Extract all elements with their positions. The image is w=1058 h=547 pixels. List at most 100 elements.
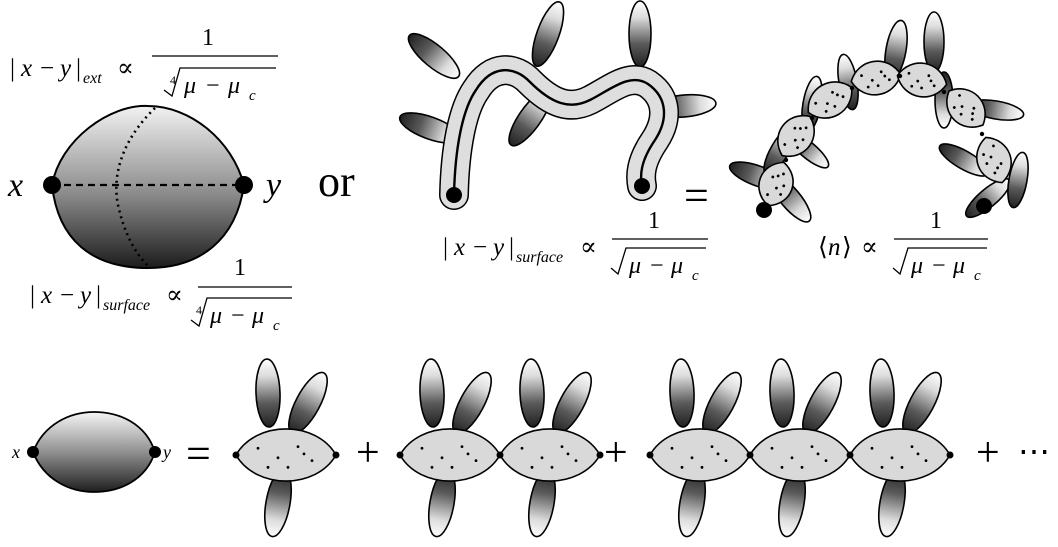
cell-dot [450, 465, 454, 469]
formula-ext-y: y [57, 55, 72, 82]
formula-n-open: ⟨ [818, 234, 828, 261]
cell-dot [810, 445, 814, 448]
cell-dot [993, 171, 997, 175]
cell-dot [680, 465, 684, 469]
formula-ext-root-index: 4 [170, 73, 176, 87]
formula-sl-radical [190, 297, 292, 328]
formula-ext-minus2: − [206, 73, 220, 99]
cell-dot [440, 456, 444, 460]
formula-ext-minus: − [40, 55, 54, 82]
lobe [531, 1, 565, 67]
formula-sl-abs-open: | [30, 282, 35, 309]
formula-ext-muc: μ [227, 73, 240, 99]
junction-point [897, 73, 903, 79]
cell-dot [879, 70, 883, 74]
formula-ext-propto: ∝ [117, 55, 134, 82]
plus-sign-3: + [976, 430, 1000, 476]
dotted-cell [807, 81, 853, 119]
dotted-cell [975, 136, 1013, 184]
cell-dot [771, 175, 775, 179]
cell-outline [499, 428, 601, 482]
junction-point [941, 89, 947, 95]
lobe [519, 358, 545, 428]
cell-dot [520, 446, 524, 450]
cell-dot [814, 101, 818, 105]
formula-sl-root-index: 4 [196, 303, 202, 317]
small-label-y: y [161, 442, 171, 462]
junction-point [809, 115, 815, 121]
small-blob-point-x [27, 446, 39, 458]
formula-sm-abs-close: | [509, 234, 514, 261]
junction-point [496, 451, 504, 459]
junction-point [846, 451, 854, 459]
lobe [288, 371, 328, 435]
point-x [43, 176, 61, 194]
cell-dot [530, 465, 534, 469]
lobe [628, 0, 652, 68]
junction-point [783, 157, 789, 163]
cell-dot [296, 445, 300, 448]
cell-dot [880, 465, 884, 469]
junction-point [596, 451, 604, 459]
formula-sl-propto: ∝ [166, 282, 183, 309]
ellipsis: ⋯ [1018, 433, 1050, 469]
cell-dot [890, 456, 894, 460]
left-blob-diagram: | x − y | ext ∝ 1 4 μ − μ c x y | x − y [7, 25, 292, 334]
formula-n-c: c [974, 268, 981, 284]
cell-outline [975, 136, 1013, 184]
cell-dot [566, 452, 570, 456]
cell-dot [540, 456, 544, 460]
formula-ext-numerator: 1 [202, 25, 214, 51]
junction-point [976, 198, 992, 214]
formula-sm-abs-open: | [443, 234, 448, 261]
cell-dot [985, 162, 989, 166]
series-term-3 [646, 358, 954, 538]
plus-sign-2: + [604, 430, 628, 476]
formula-sm-minus2: − [650, 253, 664, 279]
formula-sm-muc: μ [670, 253, 683, 279]
formula-ext-radical [163, 67, 276, 98]
cell-dot [783, 143, 787, 146]
formula-sl-subscript: surface [103, 297, 150, 314]
cell-outline [649, 428, 751, 482]
cell-outline [777, 114, 815, 158]
cell-dot [430, 465, 434, 469]
lobe [452, 371, 492, 435]
lobe [869, 358, 895, 428]
formula-sl-muc: μ [251, 303, 264, 329]
cell-outline [946, 88, 986, 128]
formula-sm-x: x [453, 234, 465, 261]
small-blob-point-y [149, 446, 161, 458]
cell-dot [420, 446, 424, 450]
formula-ext: | x − y | ext ∝ 1 4 μ − μ c [10, 25, 278, 104]
junction-point [979, 131, 985, 137]
equals-sign-bottom: = [186, 429, 211, 478]
dotted-cell [777, 114, 815, 158]
formula-sm-c: c [692, 268, 699, 284]
cell-dot [302, 452, 306, 456]
cell-dot [836, 93, 839, 97]
cell-outline [849, 428, 951, 482]
dotted-cell [946, 88, 986, 128]
cell-dot [876, 84, 880, 88]
plus-sign-1: + [356, 430, 380, 476]
cell-dot [780, 465, 784, 469]
cell-dot [958, 94, 961, 97]
cell-dot [982, 153, 986, 156]
formula-surface-mid: | x − y | surface ∝ 1 μ − μ c [443, 208, 708, 284]
cell-dot [959, 112, 963, 116]
lobe [902, 371, 942, 435]
lobe [923, 11, 945, 73]
cell-dot [883, 74, 887, 78]
lobe [552, 371, 592, 435]
cell-dot [996, 166, 1000, 170]
cell-dot [920, 86, 924, 90]
formula-sm-mu: μ [628, 253, 641, 279]
cell-dot [816, 452, 820, 456]
cell-dot [960, 105, 964, 108]
formula-ext-subscript: ext [83, 70, 102, 87]
cell-dot [916, 452, 920, 456]
cell-dot [782, 172, 785, 176]
dotted-cell [649, 428, 751, 482]
dotted-cell [235, 428, 337, 482]
